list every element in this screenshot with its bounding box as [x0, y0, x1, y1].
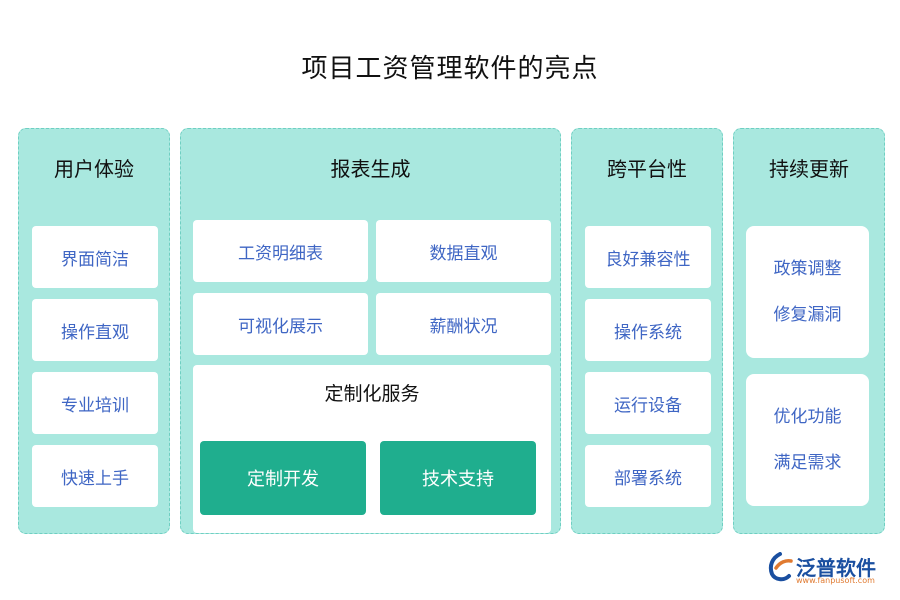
panel-heading: 持续更新 — [769, 157, 849, 181]
feature-card: 可视化展示 — [193, 293, 368, 355]
feature-card: 运行设备 — [585, 372, 711, 434]
panel-user-experience: 用户体验 界面简洁 操作直观 专业培训 快速上手 — [18, 128, 170, 534]
feature-card: 操作直观 — [32, 299, 158, 361]
feature-line: 修复漏洞 — [773, 305, 842, 325]
logo-name: 泛普软件 — [796, 556, 876, 580]
feature-group-card: 优化功能 满足需求 — [746, 374, 869, 506]
feature-card: 界面简洁 — [32, 226, 158, 288]
feature-line: 政策调整 — [773, 259, 842, 279]
page-title: 项目工资管理软件的亮点 — [301, 54, 599, 84]
panel-continuous-update: 持续更新 政策调整 修复漏洞 优化功能 满足需求 — [733, 128, 885, 534]
feature-card: 工资明细表 — [193, 220, 368, 282]
logo-url: www.fanpusoft.com — [796, 576, 875, 585]
feature-group-card: 政策调整 修复漏洞 — [746, 226, 869, 358]
panel-heading: 跨平台性 — [607, 157, 687, 181]
panel-cross-platform: 跨平台性 良好兼容性 操作系统 运行设备 部署系统 — [571, 128, 723, 534]
feature-card: 快速上手 — [32, 445, 158, 507]
custom-service-heading: 定制化服务 — [324, 383, 420, 405]
feature-card: 良好兼容性 — [585, 226, 711, 288]
feature-card: 薪酬状况 — [376, 293, 551, 355]
feature-card: 专业培训 — [32, 372, 158, 434]
feature-line: 满足需求 — [773, 453, 842, 473]
logo-icon — [768, 552, 793, 582]
feature-card: 操作系统 — [585, 299, 711, 361]
feature-card: 部署系统 — [585, 445, 711, 507]
tech-support-button[interactable]: 技术支持 — [380, 441, 536, 515]
custom-service-box: 定制化服务 定制开发 技术支持 — [193, 365, 551, 533]
feature-line: 优化功能 — [773, 407, 842, 427]
brand-logo: 泛普软件 www.fanpusoft.com — [766, 550, 886, 586]
panel-heading: 用户体验 — [54, 157, 134, 181]
panel-heading: 报表生成 — [330, 157, 411, 181]
custom-dev-button[interactable]: 定制开发 — [200, 441, 366, 515]
feature-card: 数据直观 — [376, 220, 551, 282]
panel-report-generation: 报表生成 工资明细表 数据直观 可视化展示 薪酬状况 定制化服务 定制开发 技术… — [180, 128, 561, 534]
